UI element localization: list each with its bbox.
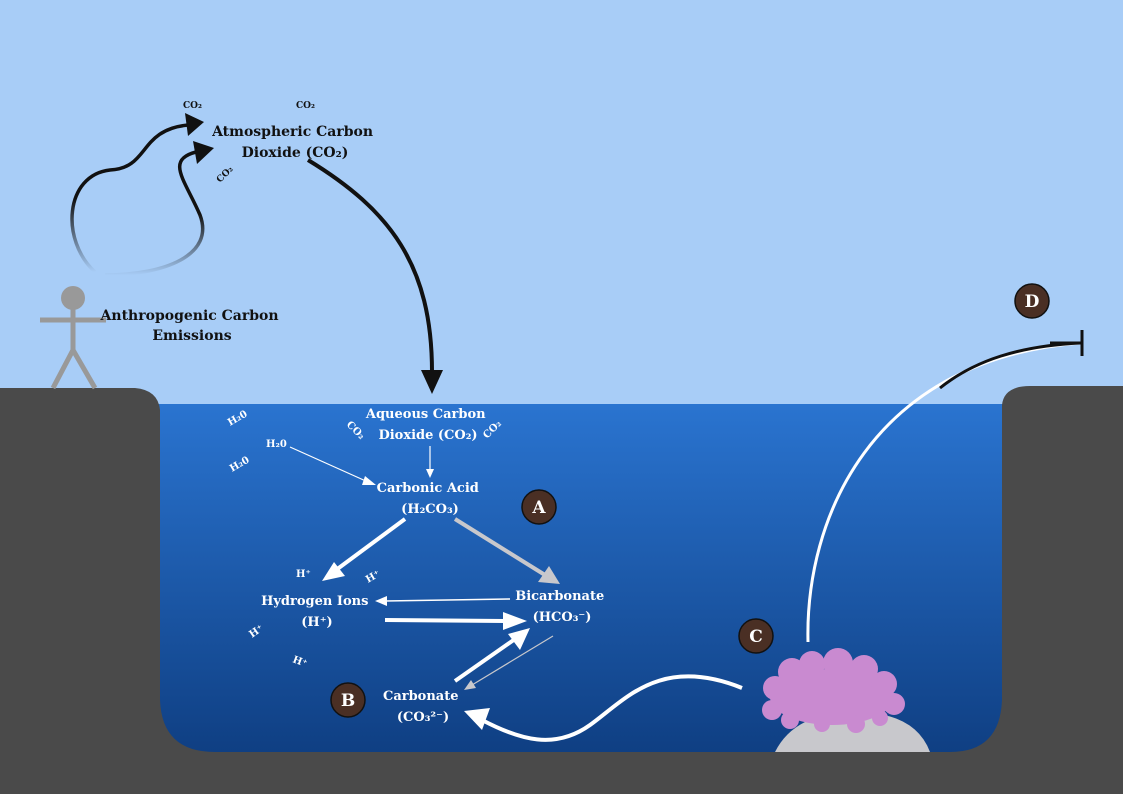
svg-text:A: A	[531, 498, 546, 518]
coral-to-carbonate-arrow	[481, 674, 743, 742]
co2-molecule-sky-1: CO₂	[183, 101, 202, 111]
reaction-arrows	[289, 446, 743, 742]
co2-molecule-sky-2: CO₂	[296, 101, 315, 111]
svg-text:C: C	[749, 627, 763, 647]
h-plus-molecule-1: H⁺	[296, 569, 311, 580]
svg-text:D: D	[1025, 292, 1040, 312]
bicarbonate-to-carbonate-arrow	[471, 635, 554, 686]
anthropogenic-emissions-label: Anthropogenic Carbon Emissions	[100, 308, 284, 344]
emission-arrowhead-1	[185, 113, 204, 136]
carbonic-to-hydrogen-arrow	[334, 517, 407, 572]
carbonate-to-bicarbonate-arrow	[453, 637, 517, 683]
bicarbonate-to-hydrogen-arrowhead	[375, 596, 387, 606]
aqueous-co2-label: Aqueous Carbon Dioxide (CO₂)	[365, 407, 490, 443]
water-to-carbonic-arrow	[289, 446, 369, 483]
atmosphere-to-ocean-arrow	[306, 158, 434, 373]
bicarbonate-label: Bicarbonate (HCO₃⁻)	[515, 589, 609, 625]
atmosphere-to-ocean-arrowhead	[421, 370, 443, 394]
hydrogen-to-bicarbonate-arrow	[384, 618, 506, 623]
carbonic-to-bicarbonate-arrow	[453, 517, 547, 577]
emission-flow-arrow-2	[104, 150, 205, 277]
coral-to-carbonate-arrowhead	[464, 708, 490, 730]
badge-d: D	[1014, 283, 1050, 319]
badge-a: A	[521, 489, 557, 525]
co2-to-carbonic-arrowhead	[426, 469, 434, 478]
arrow-d-line-sky	[939, 341, 1081, 390]
carbonic-to-hydrogen-arrowhead	[322, 562, 345, 581]
hydrogen-ions-label: Hydrogen Ions (H⁺)	[261, 594, 373, 630]
coral-icon	[762, 648, 905, 733]
atmospheric-co2-label: Atmospheric Carbon Dioxide (CO₂)	[211, 124, 378, 161]
hydrogen-to-bicarbonate-arrowhead	[503, 612, 527, 630]
carbonic-to-bicarbonate-arrowhead	[538, 566, 560, 584]
h2o-molecule-2: H₂0	[266, 439, 287, 450]
ground-basin	[0, 386, 1123, 794]
badge-b: B	[330, 682, 366, 718]
carbonate-label: Carbonate (CO₃²⁻)	[383, 689, 463, 725]
bicarbonate-to-carbonate-arrowhead	[464, 680, 476, 690]
carbonic-acid-label: Carbonic Acid (H₂CO₃)	[377, 481, 484, 517]
stick-figure-icon	[40, 286, 106, 390]
badge-c: C	[738, 618, 774, 654]
arrow-d-line	[806, 341, 1081, 643]
water-to-carbonic-arrowhead	[362, 476, 376, 485]
emission-arrowhead-2	[193, 141, 214, 164]
emission-flow-arrow-1	[70, 123, 189, 274]
h-plus-molecule-4: H⁺	[291, 654, 309, 669]
bicarbonate-to-hydrogen-arrow	[384, 598, 511, 602]
svg-text:B: B	[341, 691, 355, 711]
carbonate-to-bicarbonate-arrowhead	[508, 628, 530, 650]
